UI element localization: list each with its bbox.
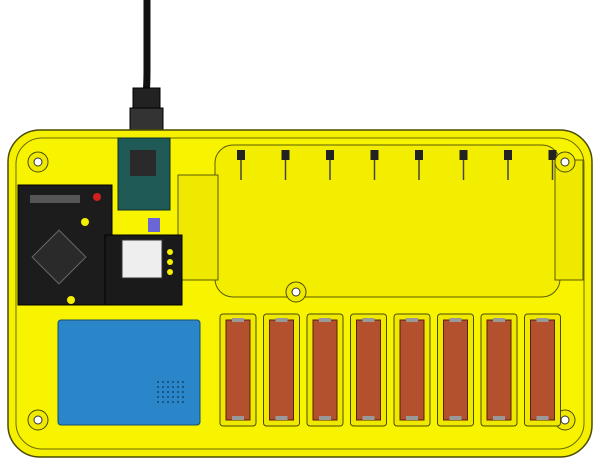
terminal bbox=[167, 259, 173, 265]
battery-contact bbox=[319, 318, 331, 322]
holder-bracket-right bbox=[554, 159, 584, 281]
battery-contact bbox=[406, 416, 418, 420]
pad-dot bbox=[182, 396, 184, 398]
usb-connector bbox=[132, 87, 161, 111]
clip bbox=[459, 150, 468, 160]
pad-dot bbox=[167, 386, 169, 388]
pad-dot bbox=[162, 381, 164, 383]
pad-dot bbox=[177, 381, 179, 383]
pad-dot bbox=[162, 391, 164, 393]
nano-chip bbox=[130, 150, 156, 176]
pad-dot bbox=[182, 401, 184, 403]
battery-contact bbox=[362, 416, 375, 420]
battery-contact bbox=[536, 318, 549, 322]
battery-slots bbox=[219, 313, 561, 427]
pad-dot bbox=[167, 391, 169, 393]
connector-block bbox=[121, 239, 163, 279]
clip bbox=[326, 150, 334, 160]
pad-dot bbox=[177, 391, 179, 393]
battery-contact bbox=[362, 318, 375, 322]
clip bbox=[415, 150, 423, 160]
pad-dot bbox=[172, 386, 174, 388]
pad-dot bbox=[172, 391, 174, 393]
battery-cell bbox=[269, 319, 294, 421]
board-hole bbox=[81, 218, 89, 226]
screw-hole-icon bbox=[291, 287, 301, 297]
battery-contact bbox=[493, 416, 505, 420]
battery-cell bbox=[399, 319, 425, 421]
pad-dot bbox=[167, 381, 169, 383]
pad-dot bbox=[177, 401, 179, 403]
pad-dot bbox=[157, 381, 159, 383]
screw-hole-icon bbox=[560, 415, 570, 425]
pad-dot bbox=[162, 396, 164, 398]
pad-dot bbox=[172, 381, 174, 383]
battery-contact bbox=[232, 416, 244, 420]
battery-contact bbox=[449, 318, 462, 322]
battery-cell bbox=[312, 319, 338, 421]
pad-dot bbox=[162, 386, 164, 388]
battery-cell bbox=[356, 319, 381, 421]
pad-dot bbox=[157, 401, 159, 403]
pad-dots bbox=[157, 381, 184, 403]
clip bbox=[237, 150, 245, 160]
battery-contact bbox=[493, 318, 505, 322]
pad-dot bbox=[177, 396, 179, 398]
terminal bbox=[167, 269, 173, 275]
touch-pad bbox=[57, 319, 201, 426]
terminal bbox=[167, 249, 173, 255]
clip bbox=[281, 150, 290, 160]
pad-dot bbox=[167, 396, 169, 398]
pad-dot bbox=[172, 396, 174, 398]
battery-contact bbox=[536, 416, 549, 420]
switch bbox=[148, 218, 160, 232]
battery-cell bbox=[443, 319, 468, 421]
pad-dot bbox=[162, 401, 164, 403]
pad-dot bbox=[182, 391, 184, 393]
screw-hole-icon bbox=[560, 157, 570, 167]
holder-bracket-left bbox=[177, 174, 219, 281]
battery-contact bbox=[449, 416, 462, 420]
pad-dot bbox=[167, 401, 169, 403]
board-hole bbox=[67, 296, 75, 304]
pad-dot bbox=[157, 391, 159, 393]
pad-dot bbox=[157, 396, 159, 398]
pad-dot bbox=[177, 386, 179, 388]
battery-cell bbox=[530, 319, 555, 421]
pad-dot bbox=[182, 381, 184, 383]
mcu-chip bbox=[31, 229, 87, 285]
battery-contact bbox=[319, 416, 331, 420]
screw-hole-icon bbox=[33, 415, 43, 425]
usb-plug bbox=[129, 107, 164, 131]
led-red bbox=[93, 193, 101, 201]
pad-dot bbox=[182, 386, 184, 388]
clip-row bbox=[237, 150, 557, 180]
header-pins bbox=[30, 195, 80, 203]
battery-contact bbox=[406, 318, 418, 322]
usb-cable-icon bbox=[142, 0, 151, 96]
pad-dot bbox=[172, 401, 174, 403]
battery-cell bbox=[225, 319, 251, 421]
battery-contact bbox=[275, 416, 288, 420]
screw-hole-icon bbox=[33, 157, 43, 167]
battery-cell bbox=[486, 319, 512, 421]
clip bbox=[370, 150, 379, 160]
battery-contact bbox=[275, 318, 288, 322]
clip bbox=[548, 150, 557, 160]
pad-dot bbox=[157, 386, 159, 388]
battery-contact bbox=[232, 318, 244, 322]
clip bbox=[504, 150, 512, 160]
